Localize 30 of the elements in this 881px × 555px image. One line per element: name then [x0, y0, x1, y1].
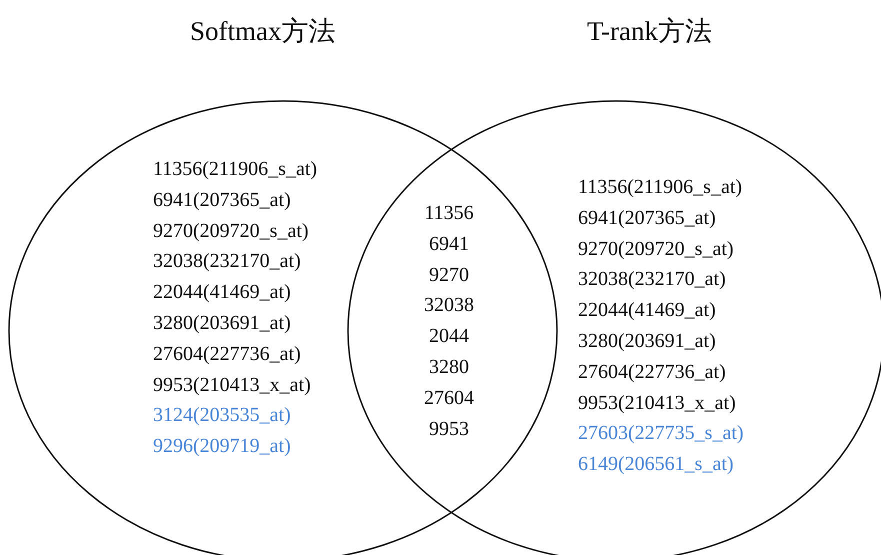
shared-gene-entry: 27604: [424, 386, 474, 410]
shared-gene-entry: 9270: [429, 262, 469, 287]
gene-entry: 9296(209719_at): [153, 434, 291, 458]
gene-entry: 6941(207365_at): [578, 206, 716, 230]
gene-entry: 3280(203691_at): [578, 329, 716, 353]
gene-entry: 11356(211906_s_at): [153, 157, 318, 181]
set-title: Softmax方法: [190, 16, 336, 46]
gene-entry: 6149(206561_s_at): [578, 452, 734, 476]
set-title: T-rank方法: [587, 16, 712, 46]
gene-entry: 3124(203535_at): [153, 403, 291, 428]
gene-entry: 9953(210413_x_at): [153, 372, 311, 397]
gene-entry: 3280(203691_at): [153, 311, 291, 335]
gene-entry: 6941(207365_at): [153, 188, 291, 212]
gene-entry: 32038(232170_at): [153, 249, 301, 274]
shared-gene-entry: 2044: [429, 324, 469, 348]
gene-entry: 27604(227736_at): [153, 342, 301, 366]
shared-gene-entry: 3280: [429, 355, 469, 379]
gene-entry: 9270(209720_s_at): [578, 236, 734, 261]
gene-entry: 32038(232170_at): [578, 267, 726, 292]
gene-entry: 27604(227736_at): [578, 360, 726, 384]
shared-gene-entry: 11356: [424, 201, 474, 225]
gene-entry: 22044(41469_at): [153, 280, 291, 304]
gene-entry: 11356(211906_s_at): [578, 175, 742, 199]
shared-gene-entry: 9953: [429, 416, 469, 441]
gene-entry: 27603(227735_s_at): [578, 421, 744, 446]
gene-entry: 22044(41469_at): [578, 298, 716, 322]
gene-entry: 9953(210413_x_at): [578, 390, 736, 415]
shared-gene-entry: 6941: [429, 232, 469, 256]
gene-entry: 9270(209720_s_at): [153, 218, 309, 243]
shared-gene-entry: 32038: [424, 293, 474, 318]
